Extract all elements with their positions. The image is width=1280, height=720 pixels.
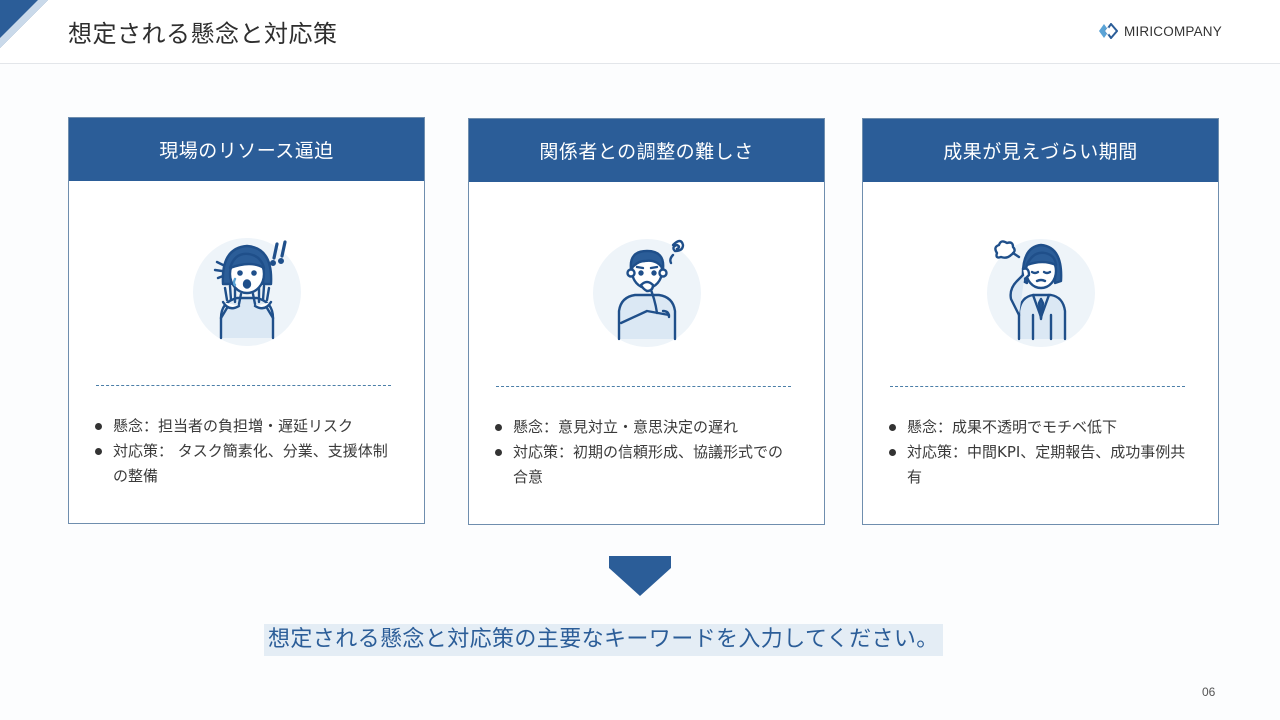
concern-card-resources: 現場のリソース逼迫 [68, 117, 425, 524]
diamond-logo-icon [1099, 23, 1118, 39]
arrow-down-icon [609, 556, 671, 596]
card-title: 関係者との調整の難しさ [539, 141, 754, 163]
bullet-list: 懸念：担当者の負担増・遅延リスク 対応策： タスク簡素化、分業、支援体制の整備 [93, 414, 394, 489]
dashed-divider [496, 386, 791, 387]
logo-text: MIRICOMPANY [1124, 23, 1222, 39]
page-title: 想定される懸念と対応策 [68, 20, 338, 48]
card-header: 成果が見えづらい期間 [863, 119, 1218, 182]
surprised-woman-icon [177, 218, 317, 358]
bullet-list: 懸念：意見対立・意思決定の遅れ 対応策：初期の信頼形成、協議形式での合意 [493, 415, 794, 490]
card-title: 成果が見えづらい期間 [943, 141, 1138, 163]
countermeasure-bullet: 対応策：初期の信頼形成、協議形式での合意 [493, 440, 794, 490]
dashed-divider [96, 385, 391, 386]
page-number: 06 [1202, 685, 1216, 699]
thinking-man-icon [577, 219, 717, 359]
card-header: 関係者との調整の難しさ [469, 119, 824, 182]
card-header: 現場のリソース逼迫 [69, 118, 424, 181]
keyword-prompt-text: 想定される懸念と対応策の主要なキーワードを入力してください。 [264, 624, 943, 656]
concern-card-results: 成果が見えづらい期間 懸念：成果不透明でモチベ低下 対応策 [862, 118, 1219, 525]
tired-woman-icon [971, 219, 1111, 359]
dashed-divider [890, 386, 1185, 387]
corner-accent-icon [0, 0, 48, 48]
card-title: 現場のリソース逼迫 [159, 140, 334, 162]
slide-header: 想定される懸念と対応策 MIRICOMPANY [0, 0, 1280, 64]
countermeasure-bullet: 対応策：中間KPI、定期報告、成功事例共有 [887, 440, 1188, 490]
concern-bullet: 懸念：担当者の負担増・遅延リスク [93, 414, 394, 439]
company-logo: MIRICOMPANY [1098, 23, 1222, 39]
concern-bullet: 懸念：意見対立・意思決定の遅れ [493, 415, 794, 440]
bullet-list: 懸念：成果不透明でモチベ低下 対応策：中間KPI、定期報告、成功事例共有 [887, 415, 1188, 490]
concern-bullet: 懸念：成果不透明でモチベ低下 [887, 415, 1188, 440]
countermeasure-bullet: 対応策： タスク簡素化、分業、支援体制の整備 [93, 439, 394, 489]
concern-card-stakeholders: 関係者との調整の難しさ [468, 118, 825, 525]
